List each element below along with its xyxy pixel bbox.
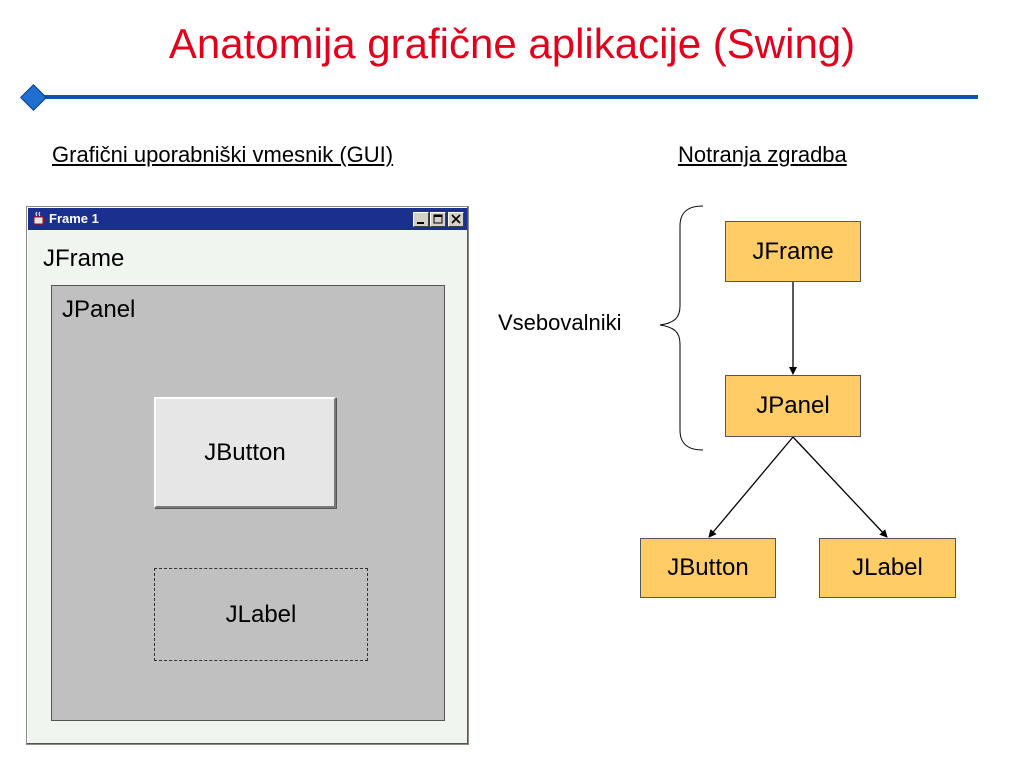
- window-title: Frame 1: [49, 211, 99, 226]
- panel-area: JPanel JButton JLabel: [51, 285, 445, 721]
- title-rule: [28, 95, 978, 99]
- minimize-icon: [417, 222, 424, 224]
- jlabel-box: JLabel: [154, 568, 368, 661]
- maximize-icon: [433, 214, 443, 224]
- java-cup-icon: [33, 211, 45, 225]
- heading-structure: Notranja zgradba: [678, 142, 847, 167]
- close-button[interactable]: [448, 212, 464, 227]
- node-jpanel: JPanel: [725, 375, 861, 437]
- slide-title: Anatomija grafične aplikacije (Swing): [168, 20, 856, 67]
- node-jframe: JFrame: [725, 221, 861, 282]
- frame-window: Frame 1 JFrame JPanel JButton JLabel: [26, 206, 469, 745]
- node-jlabel: JLabel: [819, 538, 956, 598]
- window-titlebar: Frame 1: [28, 208, 467, 230]
- heading-gui: Grafični uporabniški vmesnik (GUI): [52, 142, 394, 167]
- panel-label: JPanel: [62, 296, 136, 323]
- jbutton-button[interactable]: JButton: [154, 397, 336, 508]
- containers-brace: [659, 205, 704, 451]
- edge-jpanel-jbutton: [708, 436, 794, 538]
- node-jbutton: JButton: [640, 538, 776, 598]
- containers-label: Vsebovalniki: [498, 310, 622, 335]
- frame-label: JFrame: [43, 245, 125, 272]
- minimize-button[interactable]: [413, 212, 429, 227]
- edge-jpanel-jlabel: [792, 436, 888, 538]
- maximize-button[interactable]: [430, 212, 446, 227]
- close-icon: [451, 214, 461, 224]
